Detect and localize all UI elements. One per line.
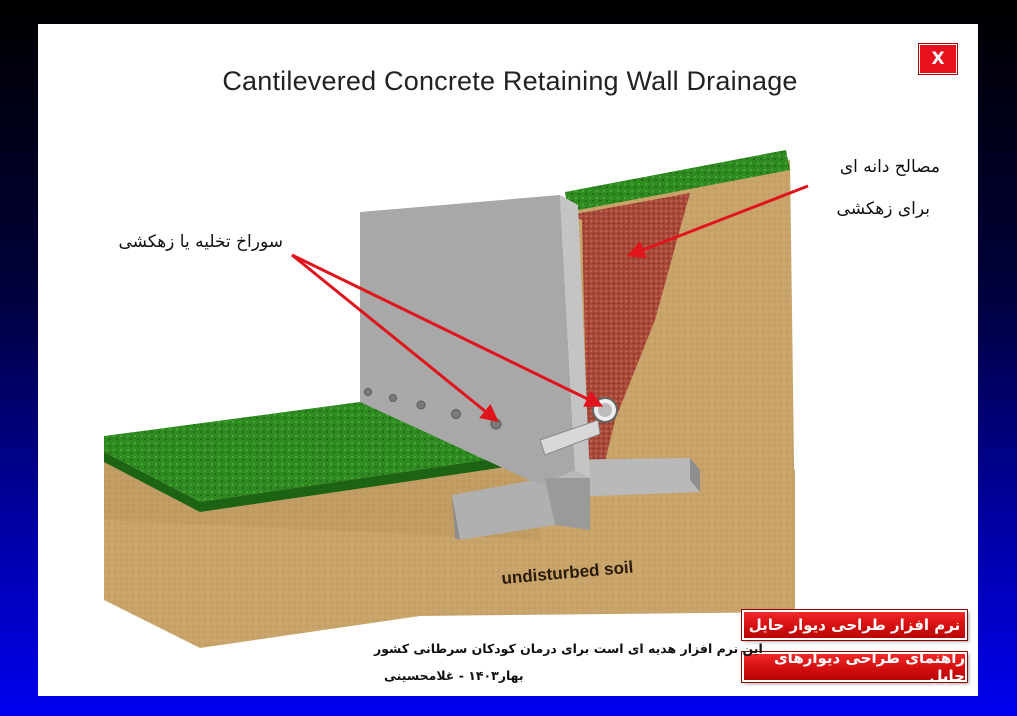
label-granular-line1: مصالح دانه ای [840, 157, 940, 177]
label-drain-holes: سوراخ تخلیه یا زهکشی [118, 232, 283, 252]
retaining-wall-software-button[interactable]: نرم افزار طراحی دیوار حایل [742, 610, 967, 640]
label-granular-line2: برای زهکشی [837, 199, 930, 219]
gift-text: این نرم افزار هدیه ای است برای درمان کود… [374, 641, 763, 656]
credit-text: بهار۱۴۰۳ - غلامحسینی [384, 668, 524, 683]
retaining-wall-guide-button[interactable]: راهنمای طراحی دیوارهای حایل [742, 652, 967, 682]
